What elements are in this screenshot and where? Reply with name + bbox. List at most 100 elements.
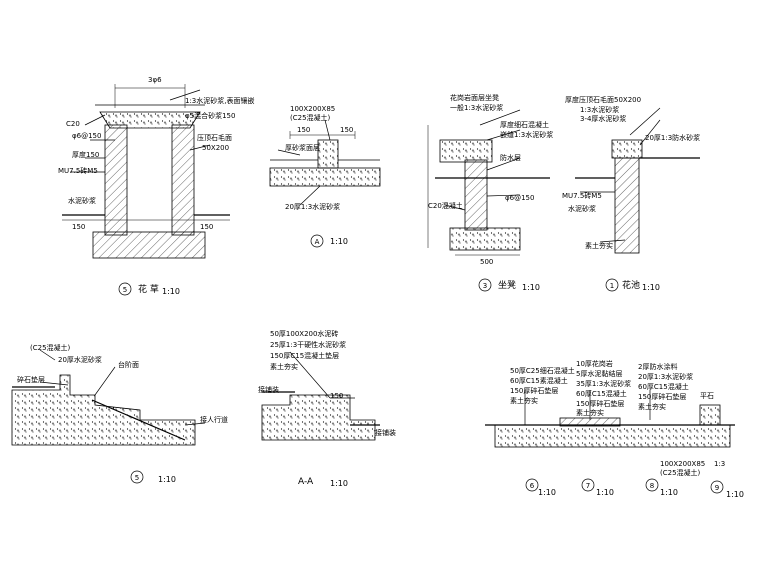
label: 花岗岩面层坐凳 <box>450 93 499 102</box>
detail-flower-planter: 3φ6 1:3水泥砂浆,表面镶嵌 C20 φ5混合砂浆150 φ6@150 厚度… <box>58 76 255 296</box>
label: 20厚1:3水泥砂浆 <box>638 372 693 381</box>
section-title: A-A <box>298 477 314 487</box>
label: φ6@150 <box>72 132 101 140</box>
curb-stone <box>317 139 339 169</box>
label: 压顶石毛面 <box>197 133 232 142</box>
dim: 150 <box>297 126 310 134</box>
label: MU7.5砖M5 <box>562 191 602 200</box>
detail-paving: 50厚C25细石混凝土 60厚C15素混凝土 150厚碎石垫层 素土夯实 10厚… <box>485 359 744 499</box>
bed-cap <box>611 139 643 159</box>
detail-scale: 1:10 <box>330 237 348 246</box>
label: (C25混凝土) <box>660 468 701 477</box>
label: 一般1:3水泥砂浆 <box>450 103 503 112</box>
detail-steps: (C25混凝土) 20厚水泥砂浆 台阶面 碎石垫层 接人行道 5 1:10 <box>11 343 228 484</box>
detail-scale: 1:10 <box>158 475 176 484</box>
label: 防水层 <box>500 153 521 162</box>
right-wall <box>171 124 195 236</box>
dim: 500 <box>480 258 493 266</box>
label: (C25混凝土) <box>290 113 331 122</box>
detail-mark: 6 <box>530 482 535 490</box>
label: 3-4厚水泥砂浆 <box>580 114 626 123</box>
seat-footing <box>449 227 521 251</box>
label: 水泥砂浆 <box>568 204 596 213</box>
label: 50厚C25细石混凝土 <box>510 366 575 375</box>
label: 碎石垫层 <box>17 375 45 384</box>
label: 平石 <box>700 392 714 400</box>
detail-mark: 3 <box>483 282 487 290</box>
label: 150厚碎石垫层 <box>638 392 686 401</box>
detail-mark-circle <box>130 470 144 484</box>
detail-mark: 5 <box>123 286 127 294</box>
seat-wall <box>464 159 488 231</box>
label: (C25混凝土) <box>30 343 71 352</box>
base-slab <box>269 167 381 187</box>
label: 素土夯实 <box>638 402 666 411</box>
detail-name: 花池 <box>622 279 640 291</box>
detail-mark-circle <box>118 282 132 296</box>
detail-mark-circle <box>605 278 619 292</box>
label: 厚度150 <box>72 150 99 159</box>
detail-curb-a: 100X200X85 (C25混凝土) 150 150 厚砂浆面层 20厚1:3… <box>269 105 381 248</box>
detail-mark: 7 <box>586 482 590 490</box>
label: 厚砂浆面层 <box>285 143 320 152</box>
planter-cap <box>99 111 201 129</box>
steps-body <box>11 374 196 446</box>
label: 20厚1:3水泥砂浆 <box>285 202 340 211</box>
label: MU7.5砖M5 <box>58 166 98 175</box>
label: 60厚C15混凝土 <box>576 389 627 398</box>
label: 厚度细石混凝土 <box>500 120 549 129</box>
detail-scale: 1:10 <box>162 287 180 296</box>
detail-scale: 1:10 <box>538 488 556 497</box>
label: 2厚防水涂料 <box>638 362 677 371</box>
dim: 150 <box>72 223 85 231</box>
label: 素土夯实 <box>510 396 538 405</box>
dim: 150 <box>330 392 343 400</box>
label: 60厚C15混凝土 <box>638 382 689 391</box>
dim: 150 <box>200 223 213 231</box>
label: 接铺装 <box>258 385 279 394</box>
label: 1:3水泥砂浆,表面镶嵌 <box>185 96 255 105</box>
label: 水泥砂浆 <box>68 196 96 205</box>
detail-scale: 1:10 <box>596 488 614 497</box>
detail-mark-circle <box>525 478 539 492</box>
detail-flower-bed: 厚度压顶石毛面50X200 1:3水泥砂浆 3-4厚水泥砂浆 20厚1:3防水砂… <box>562 95 700 292</box>
label: C20 <box>66 120 80 128</box>
detail-mark: 9 <box>715 484 719 492</box>
detail-mark-circle <box>710 480 724 494</box>
section-body <box>261 394 376 441</box>
label: 厚度压顶石毛面50X200 <box>565 95 641 104</box>
seat-top <box>439 139 493 163</box>
footing-left <box>92 231 206 259</box>
bed-wall <box>614 157 640 254</box>
detail-mark: 8 <box>650 482 654 490</box>
section-scale: 1:10 <box>330 479 348 488</box>
detail-mark-circle <box>581 478 595 492</box>
detail-scale: 1:10 <box>522 283 540 292</box>
label: 10厚花岗岩 <box>576 359 613 368</box>
detail-scale: 1:10 <box>726 490 744 499</box>
label: 100X200X85 <box>290 105 335 113</box>
label: 素土夯实 <box>585 241 613 250</box>
label: 1:3 <box>714 460 725 468</box>
label: 台阶面 <box>118 360 139 369</box>
label: 50厚100X200水泥砖 <box>270 329 338 338</box>
detail-scale: 1:10 <box>642 283 660 292</box>
label: 60厚C15素混凝土 <box>510 376 568 385</box>
label: 接铺装 <box>375 428 396 437</box>
detail-mark-circle <box>310 234 324 248</box>
left-wall <box>104 124 128 236</box>
label: 150厚C15混凝土垫层 <box>270 351 339 360</box>
label: 25厚1:3干硬性水泥砂浆 <box>270 340 346 349</box>
paving-base <box>494 424 731 448</box>
dim: 150 <box>340 126 353 134</box>
detail-name: 坐凳 <box>498 280 516 291</box>
section-a-a: 50厚100X200水泥砖 25厚1:3干硬性水泥砂浆 150厚C15混凝土垫层… <box>258 329 396 488</box>
detail-scale: 1:10 <box>660 488 678 497</box>
label: 素土夯实 <box>270 362 298 371</box>
label: 20厚1:3防水砂浆 <box>645 133 700 142</box>
label: C20混凝土 <box>428 201 463 210</box>
detail-seat: 花岗岩面层坐凳 一般1:3水泥砂浆 厚度细石混凝土 嵌缝1:3水泥砂浆 防水层 … <box>427 93 553 292</box>
detail-mark: 5 <box>135 474 139 482</box>
